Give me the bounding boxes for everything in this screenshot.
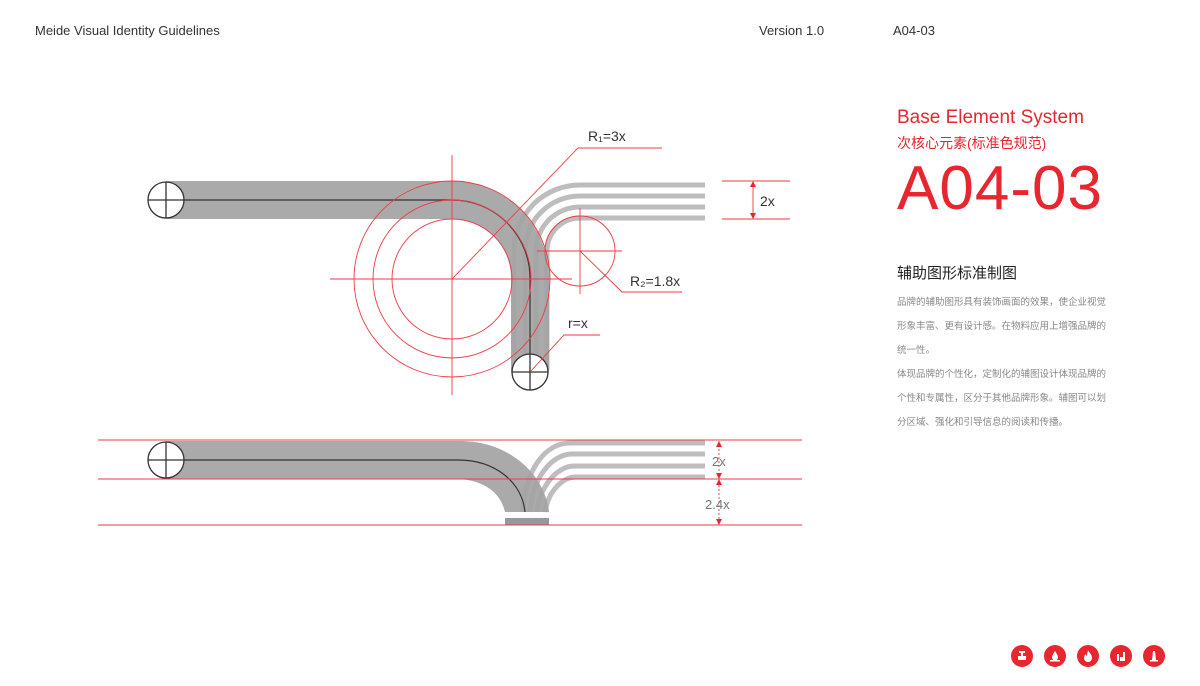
main-band [166,181,549,372]
dim-bottom-24x: 2.4x [705,497,730,512]
content-heading: 辅助图形标准制图 [897,265,1018,282]
dimension-arrows [716,441,722,525]
band-center-line [166,199,531,372]
stripes [520,440,705,513]
r-label: r=x [568,315,588,331]
section-title-cn: 次核心元素(标准色规范) [897,135,1047,151]
header-version: Version 1.0 [759,23,825,38]
left-cap [147,441,185,479]
construction-lines [330,147,790,395]
left-cap [147,181,185,219]
content-body: 品牌的辅助图形具有装饰画面的效果，使企业视觉形象丰富、更有设计感。在物料应用上增… [897,291,1107,435]
header-title: Meide Visual Identity Guidelines [35,23,220,38]
section-title-en: Base Element System [897,107,1084,128]
paragraph: 体现品牌的个性化，定制化的辅图设计体现品牌的个性和专属性，区分于其他品牌形象。辅… [897,369,1107,428]
band-base-block [505,518,549,525]
r2-label: R₂=1.8x [630,273,680,289]
construction-lines [98,439,802,526]
water-drop-icon [1044,645,1066,667]
valve-icon [1011,645,1033,667]
dim-top-label: 2x [760,193,775,209]
main-band [166,441,549,512]
section-code: A04-03 [897,154,1103,223]
dim-bottom-2x: 2x [712,454,726,469]
tower-icon [1143,645,1165,667]
header-code: A04-03 [893,23,935,38]
band-center-line [166,459,526,513]
factory-icon [1110,645,1132,667]
industry-icons [1011,645,1165,667]
paragraph: 品牌的辅助图形具有装饰画面的效果，使企业视觉形象丰富、更有设计感。在物料应用上增… [897,297,1107,356]
top-figure: R₁=3x R₂=1.8x r=x 2x [147,128,790,395]
bottom-figure: 2x 2.4x [98,439,802,526]
flame-icon [1077,645,1099,667]
r1-label: R₁=3x [588,128,626,144]
